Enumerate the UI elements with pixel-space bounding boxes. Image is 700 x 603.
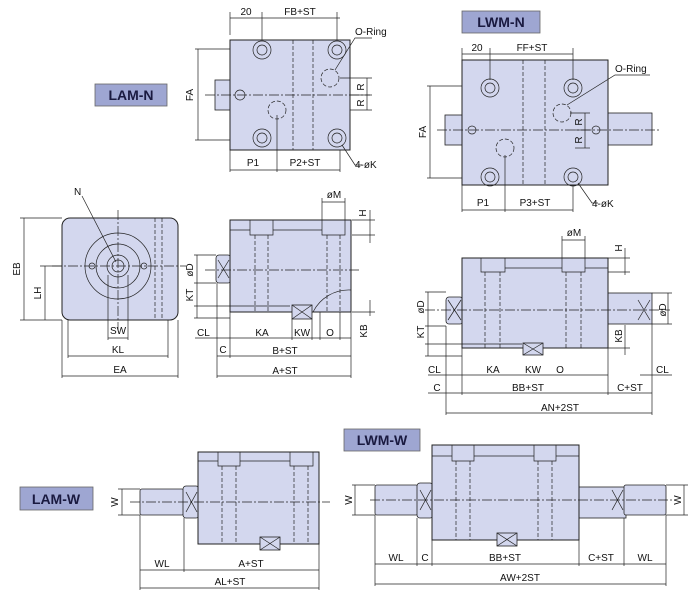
dim-h: H bbox=[614, 244, 625, 251]
dim-ka: KA bbox=[486, 365, 500, 376]
dim-wl: WL bbox=[155, 559, 170, 570]
dim-20: 20 bbox=[471, 43, 483, 54]
dim-kw: KW bbox=[294, 328, 311, 339]
dim-m: øM bbox=[327, 190, 341, 201]
dim-cl: CL bbox=[656, 365, 669, 376]
dim-kw: KW bbox=[525, 365, 542, 376]
model-label-text: LWM-N bbox=[477, 14, 524, 30]
dim-b-st: B+ST bbox=[272, 346, 297, 357]
dim-p3-st: P3+ST bbox=[520, 198, 551, 209]
dim-p1: P1 bbox=[477, 198, 490, 209]
dim-h: H bbox=[358, 209, 369, 216]
dim-aw-2st: AW+2ST bbox=[500, 573, 540, 584]
model-label-text: LAM-W bbox=[32, 491, 81, 507]
dim-c: C bbox=[433, 383, 440, 394]
dim-kb: KB bbox=[614, 329, 625, 343]
dim-r: R bbox=[356, 83, 367, 90]
dim-w-left: W bbox=[344, 495, 355, 505]
dim-d-left: øD bbox=[416, 300, 427, 313]
dim-p1: P1 bbox=[247, 158, 260, 169]
dim-kt: KT bbox=[185, 289, 196, 302]
dim-cl: CL bbox=[428, 365, 441, 376]
lam-n-top-view: 20 FB+ST O-Ring FA R R P1 P2+ST 4-øK bbox=[185, 7, 387, 172]
dim-eb: EB bbox=[12, 262, 23, 276]
dim-c-st: C+ST bbox=[617, 383, 643, 394]
dim-ka: KA bbox=[255, 328, 269, 339]
dim-w: W bbox=[110, 497, 121, 507]
callout-4-k: 4-øK bbox=[355, 160, 377, 171]
dim-20: 20 bbox=[240, 7, 252, 18]
dim-kb: KB bbox=[359, 324, 370, 338]
dim-c: C bbox=[421, 553, 428, 564]
dim-cl: CL bbox=[197, 328, 210, 339]
dim-ea: EA bbox=[113, 365, 127, 376]
dim-c: C bbox=[219, 345, 226, 356]
lam-n-side-view: øM H øD KT CL C KA KW O KB B+ST A+ST bbox=[185, 190, 375, 378]
model-label-text: LWM-W bbox=[357, 432, 408, 448]
dim-wl-right: WL bbox=[638, 553, 653, 564]
callout-o-ring: O-Ring bbox=[615, 64, 647, 75]
dim-kt: KT bbox=[416, 326, 427, 339]
dim-lh: LH bbox=[33, 287, 44, 300]
dim-m: øM bbox=[567, 228, 581, 239]
lwm-w-side-view: W W WL C BB+ST C+ST WL AW+2ST bbox=[344, 444, 688, 586]
dim-kl: KL bbox=[112, 345, 125, 356]
lam-n-end-view: N EB LH SW KL EA bbox=[12, 187, 186, 378]
model-label-lam-n: LAM-N bbox=[94, 83, 168, 107]
dim-an-2st: AN+2ST bbox=[541, 403, 579, 414]
dim-p2-st: P2+ST bbox=[290, 158, 321, 169]
dim-r: R bbox=[574, 118, 585, 125]
dim-r: R bbox=[574, 136, 585, 143]
dim-bb-st: BB+ST bbox=[512, 383, 544, 394]
dim-bb-st: BB+ST bbox=[489, 553, 521, 564]
dim-r: R bbox=[356, 99, 367, 106]
model-label-lwm-w: LWM-W bbox=[343, 428, 421, 452]
dim-fa: FA bbox=[418, 126, 429, 139]
model-label-lwm-n: LWM-N bbox=[461, 10, 541, 34]
model-label-lam-w: LAM-W bbox=[19, 486, 94, 511]
dim-o: O bbox=[556, 365, 564, 376]
callout-4-k: 4-øK bbox=[592, 199, 614, 210]
dim-al-st: AL+ST bbox=[215, 577, 246, 588]
dim-wl-left: WL bbox=[389, 553, 404, 564]
dim-ff-st: FF+ST bbox=[517, 43, 548, 54]
dim-sw: SW bbox=[110, 326, 127, 337]
dim-w-right: W bbox=[673, 495, 684, 505]
callout-o-ring: O-Ring bbox=[355, 27, 387, 38]
dim-fb-st: FB+ST bbox=[284, 7, 315, 18]
lam-w-side-view: W WL A+ST AL+ST bbox=[110, 451, 330, 590]
dim-d-right: øD bbox=[658, 303, 669, 316]
dim-a-st: A+ST bbox=[272, 366, 297, 377]
dim-o: O bbox=[326, 328, 334, 339]
dim-d: øD bbox=[185, 263, 196, 276]
callout-n: N bbox=[74, 187, 81, 198]
dim-c-st: C+ST bbox=[588, 553, 614, 564]
lwm-n-top-view: 20 FF+ST O-Ring FA R R P1 P3+ST 4-øK bbox=[418, 43, 660, 212]
model-label-text: LAM-N bbox=[108, 87, 153, 103]
lwm-n-side-view: øM H øD øD KT KB CL KA KW O CL C BB+ST C… bbox=[416, 228, 672, 415]
dim-a-st: A+ST bbox=[238, 559, 263, 570]
dim-fa: FA bbox=[185, 89, 196, 102]
